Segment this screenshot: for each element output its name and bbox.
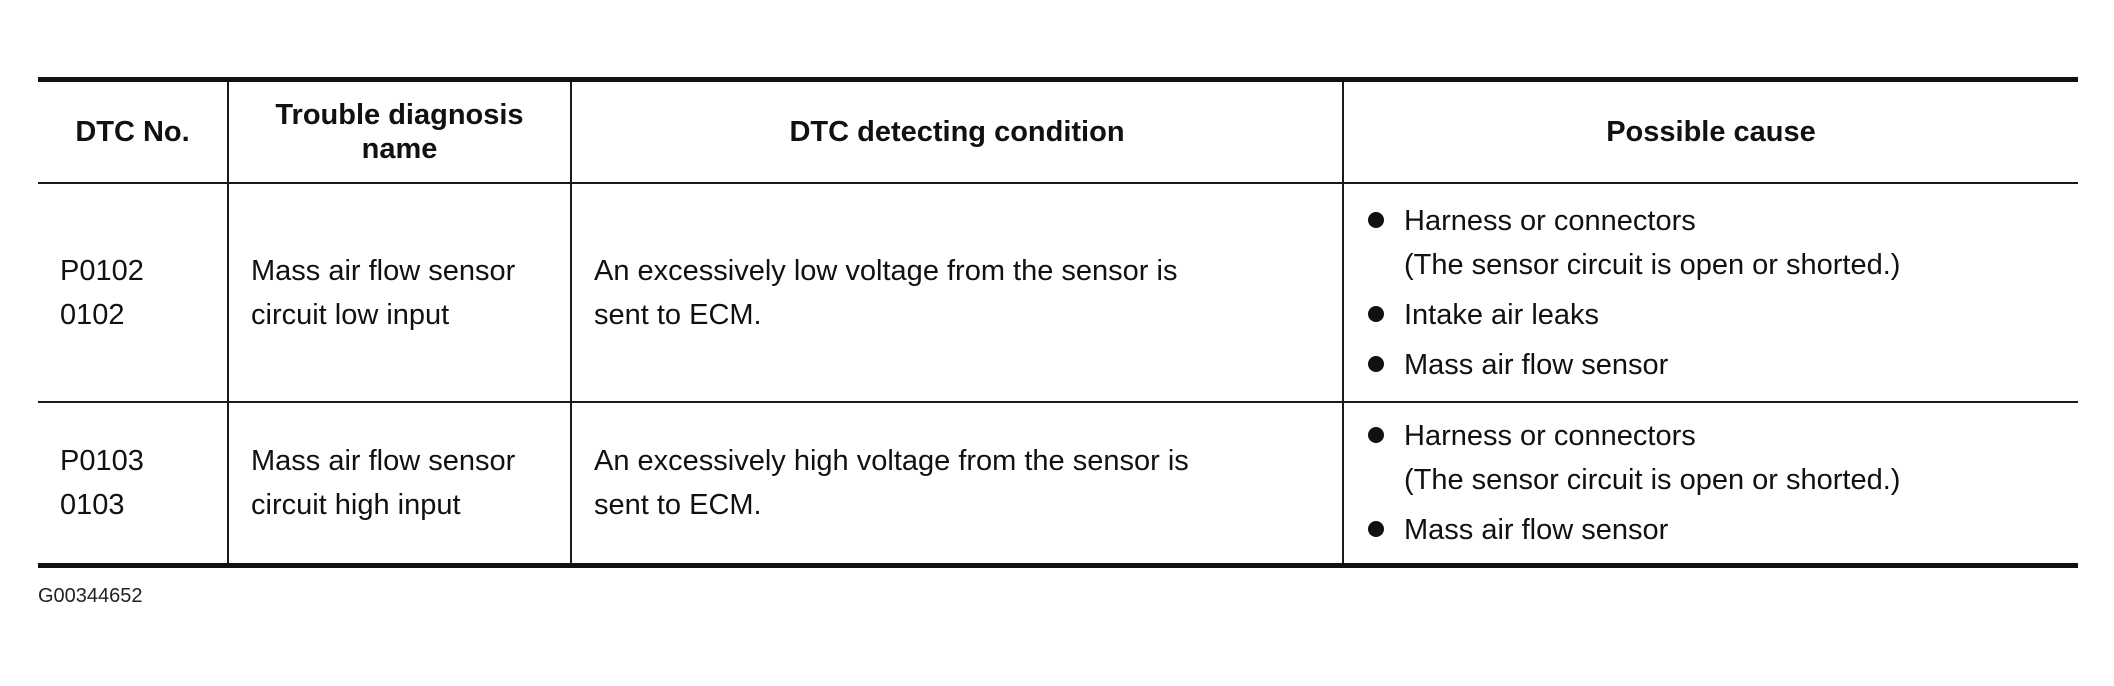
dtc-code-cell: P0103 0103 xyxy=(38,402,228,566)
table-row: P0102 0102 Mass air flow sensor circuit … xyxy=(38,183,2078,402)
detecting-condition-cell: An excessively low voltage from the sens… xyxy=(570,183,1343,402)
cause-text: Mass air flow sensor xyxy=(1404,514,1669,546)
header-text: DTC detecting condition xyxy=(789,116,1125,148)
dtc-code-alt: 0103 xyxy=(60,489,125,521)
bullet-dot-icon xyxy=(1368,427,1384,443)
cause-list: Harness or connectors (The sensor circui… xyxy=(1368,199,2078,387)
condition-line: An excessively high voltage from the sen… xyxy=(594,445,1189,477)
diagnosis-name-line: circuit low input xyxy=(251,298,450,331)
list-item: Mass air flow sensor xyxy=(1368,343,2078,387)
cause-text: Harness or connectors xyxy=(1404,420,1696,452)
dtc-table: DTC No. Trouble diagnosis name DTC detec… xyxy=(38,77,2078,568)
cause-detail: (The sensor circuit is open or shorted.) xyxy=(1404,248,1901,281)
dtc-table-container: DTC No. Trouble diagnosis name DTC detec… xyxy=(38,77,2078,568)
dtc-code: P0103 xyxy=(60,445,144,477)
dtc-code: P0102 xyxy=(60,254,144,287)
diagnosis-name-line: circuit high input xyxy=(251,489,461,521)
header-possible-cause: Possible cause xyxy=(1342,79,2078,183)
list-item: Harness or connectors (The sensor circui… xyxy=(1368,199,2078,287)
cause-text: Mass air flow sensor xyxy=(1404,348,1669,381)
condition-line: sent to ECM. xyxy=(594,489,762,521)
header-text: Possible cause xyxy=(1606,116,1816,148)
header-text: Trouble diagnosis xyxy=(275,99,524,131)
dtc-code-alt: 0102 xyxy=(60,298,125,331)
diagnosis-name-line: Mass air flow sensor xyxy=(251,254,516,287)
cause-text: Harness or connectors xyxy=(1404,204,1696,237)
table-header-row: DTC No. Trouble diagnosis name DTC detec… xyxy=(38,79,2078,184)
list-item: Intake air leaks xyxy=(1368,293,2078,337)
diagnosis-name-cell: Mass air flow sensor circuit low input xyxy=(227,183,571,402)
header-dtc-no: DTC No. xyxy=(38,80,228,184)
possible-cause-cell: Harness or connectors (The sensor circui… xyxy=(1342,402,2078,566)
diagnosis-name-cell: Mass air flow sensor circuit high input xyxy=(227,402,571,566)
bullet-dot-icon xyxy=(1368,305,1384,322)
header-text: name xyxy=(361,133,438,165)
figure-id: G00344652 xyxy=(38,585,143,607)
possible-cause-cell: Harness or connectors (The sensor circui… xyxy=(1342,183,2078,402)
dtc-code-cell: P0102 0102 xyxy=(38,183,228,402)
condition-line: sent to ECM. xyxy=(594,298,762,331)
detecting-condition-cell: An excessively high voltage from the sen… xyxy=(570,402,1343,566)
cause-text: Intake air leaks xyxy=(1404,298,1600,331)
list-item: Harness or connectors (The sensor circui… xyxy=(1368,414,2078,502)
header-trouble-diagnosis-name: Trouble diagnosis name xyxy=(227,79,571,183)
bullet-dot-icon xyxy=(1368,211,1384,228)
bullet-dot-icon xyxy=(1368,355,1384,372)
condition-line: An excessively low voltage from the sens… xyxy=(594,254,1178,287)
cause-list: Harness or connectors (The sensor circui… xyxy=(1368,414,2078,552)
table-row: P0103 0103 Mass air flow sensor circuit … xyxy=(38,402,2078,566)
header-dtc-detecting-condition: DTC detecting condition xyxy=(570,79,1343,183)
bullet-dot-icon xyxy=(1368,521,1384,537)
diagnosis-name-line: Mass air flow sensor xyxy=(251,445,516,477)
cause-detail: (The sensor circuit is open or shorted.) xyxy=(1404,464,1901,496)
header-text: DTC No. xyxy=(75,116,190,148)
list-item: Mass air flow sensor xyxy=(1368,508,2078,552)
